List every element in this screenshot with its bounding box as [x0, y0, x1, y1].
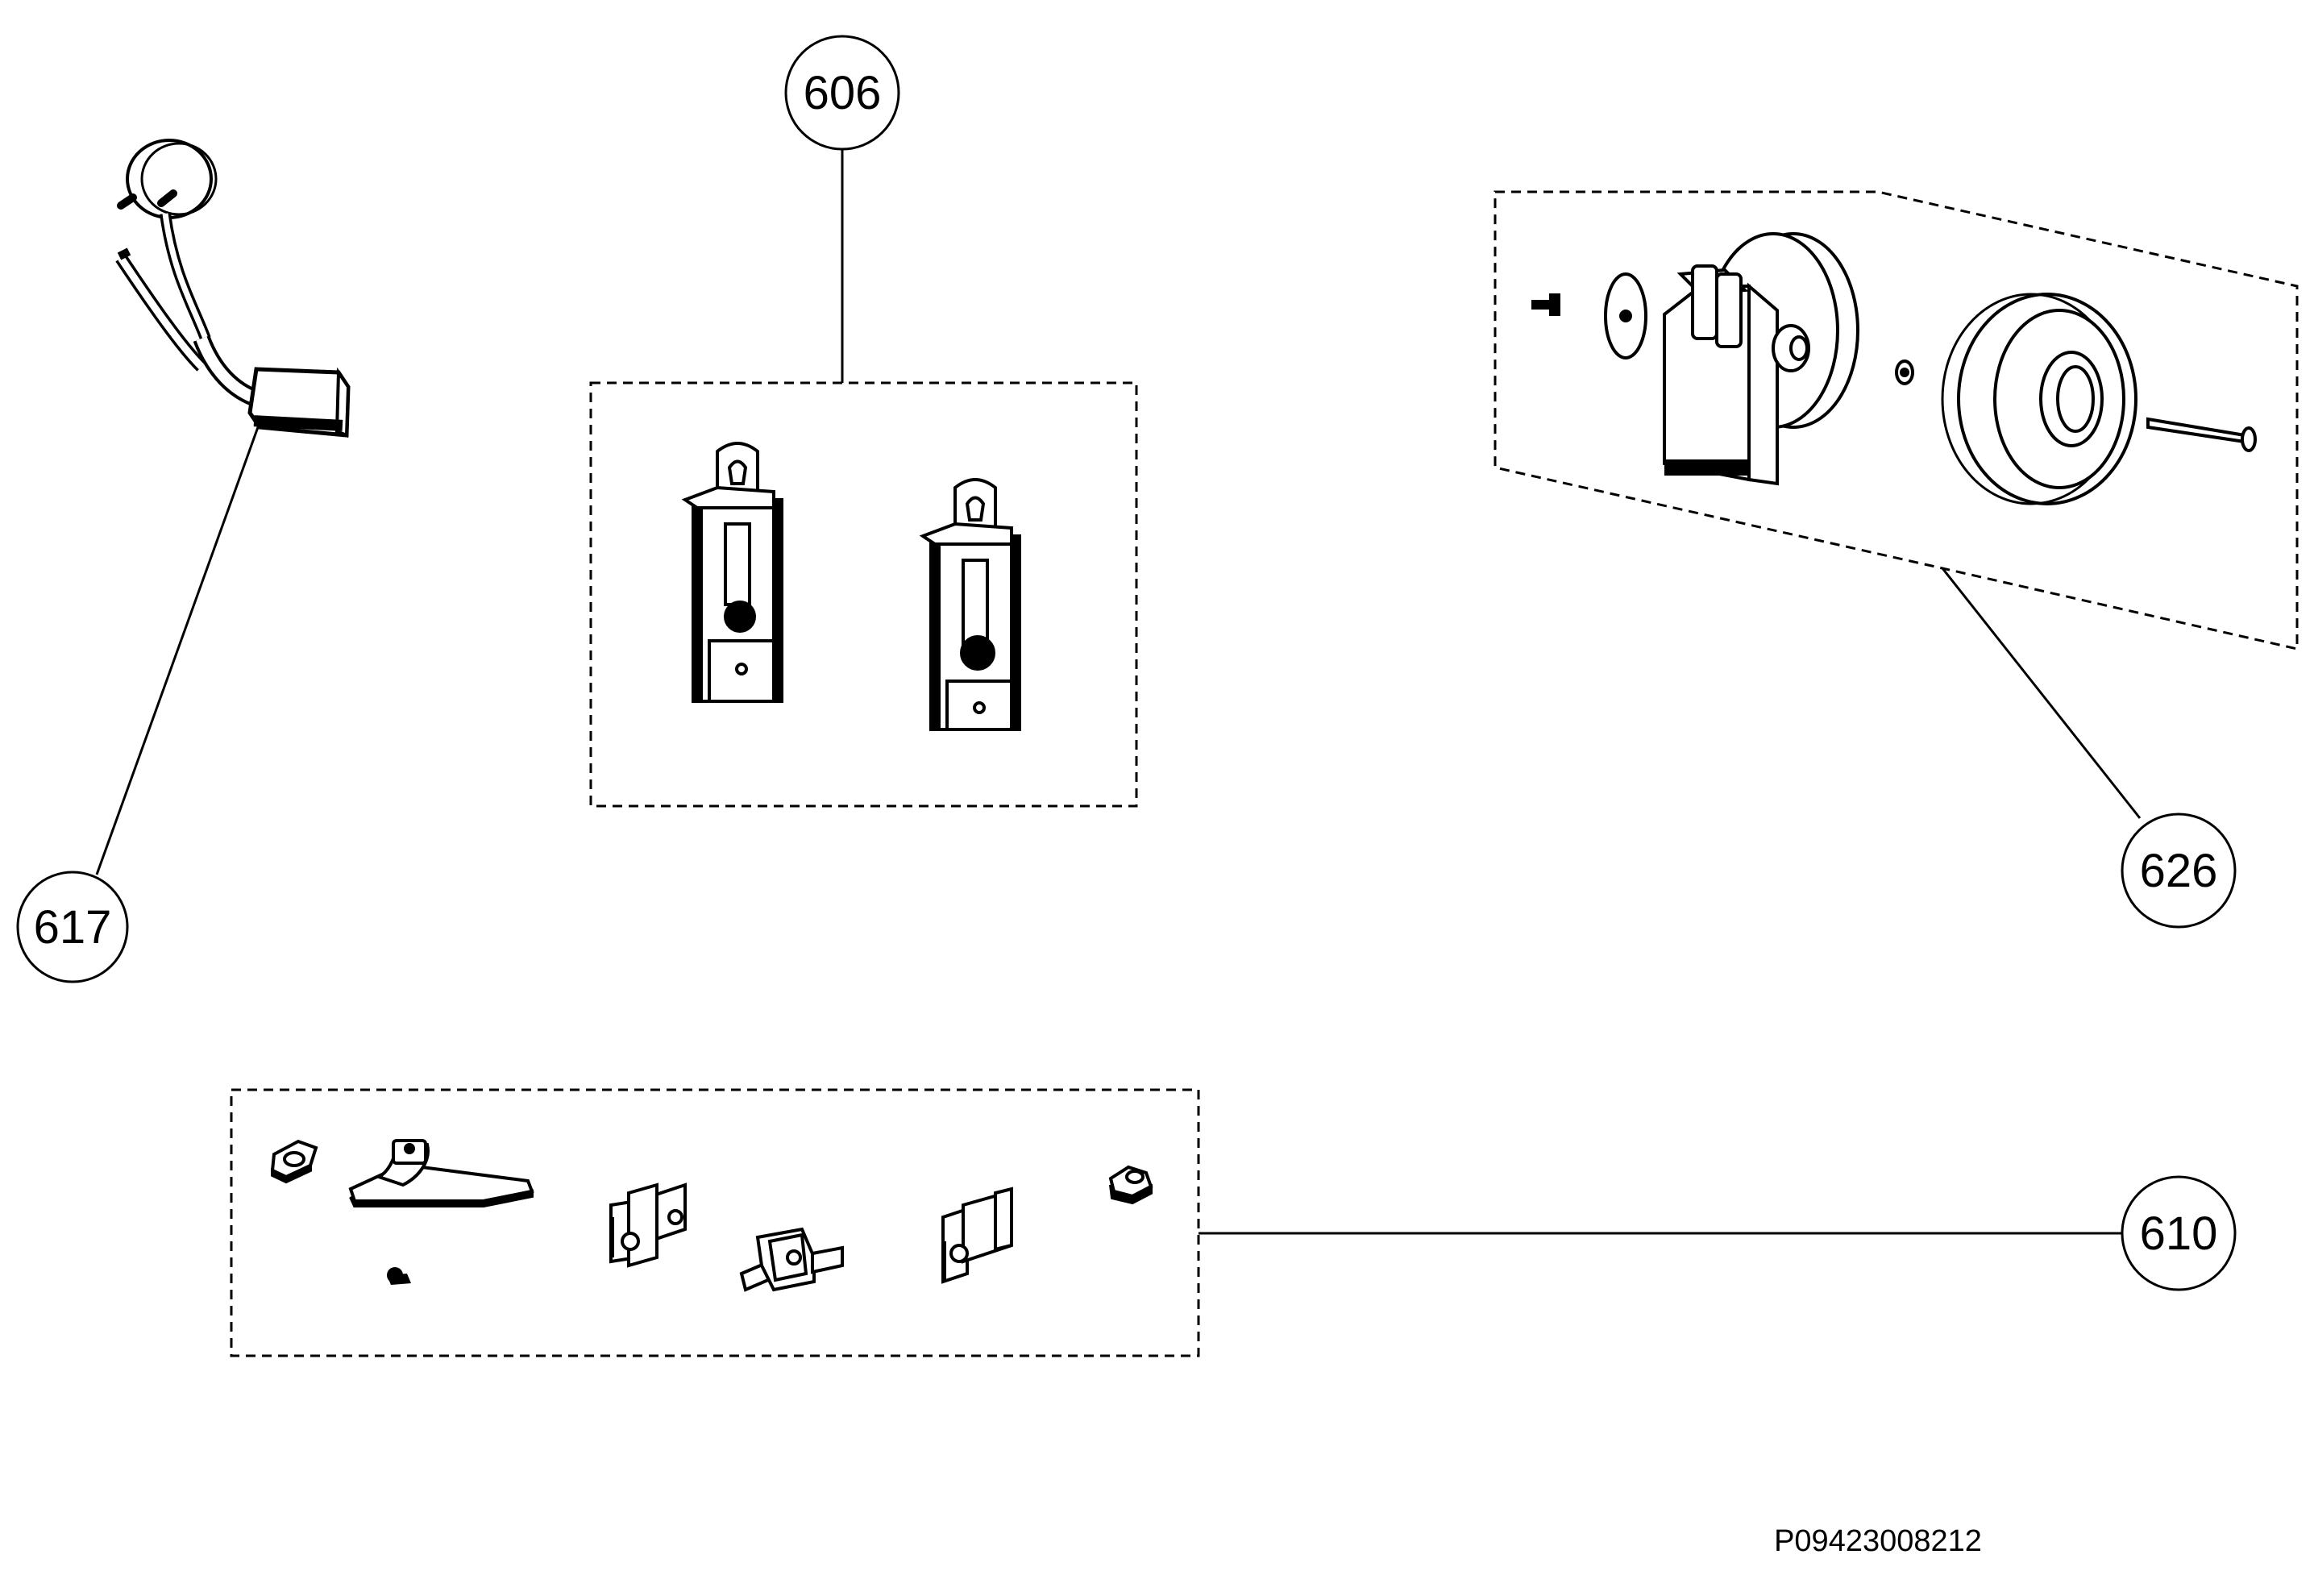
hinge-hardware-icon [270, 1139, 1153, 1292]
callout-626: 626 [2121, 813, 2237, 929]
callout-626-label: 626 [2140, 845, 2218, 897]
callout-606: 606 [784, 35, 900, 151]
leader-line-626 [1941, 567, 2142, 819]
callout-610-label: 610 [2140, 1207, 2218, 1260]
door-hinge-bracket-icon [681, 442, 1021, 731]
power-cord-plug-icon [115, 139, 351, 438]
callout-606-label: 606 [804, 67, 882, 119]
callout-610: 610 [2121, 1175, 2237, 1291]
group-box-626 [1494, 190, 2299, 650]
callout-617-label: 617 [34, 901, 112, 954]
leader-line-617 [95, 426, 260, 875]
group-box-610 [230, 1088, 1200, 1357]
group-box-606 [589, 381, 1138, 808]
callout-617: 617 [16, 871, 129, 983]
drawing-code: P09423008212 [1774, 1524, 1982, 1558]
wheel-caster-icon [1531, 232, 2257, 505]
